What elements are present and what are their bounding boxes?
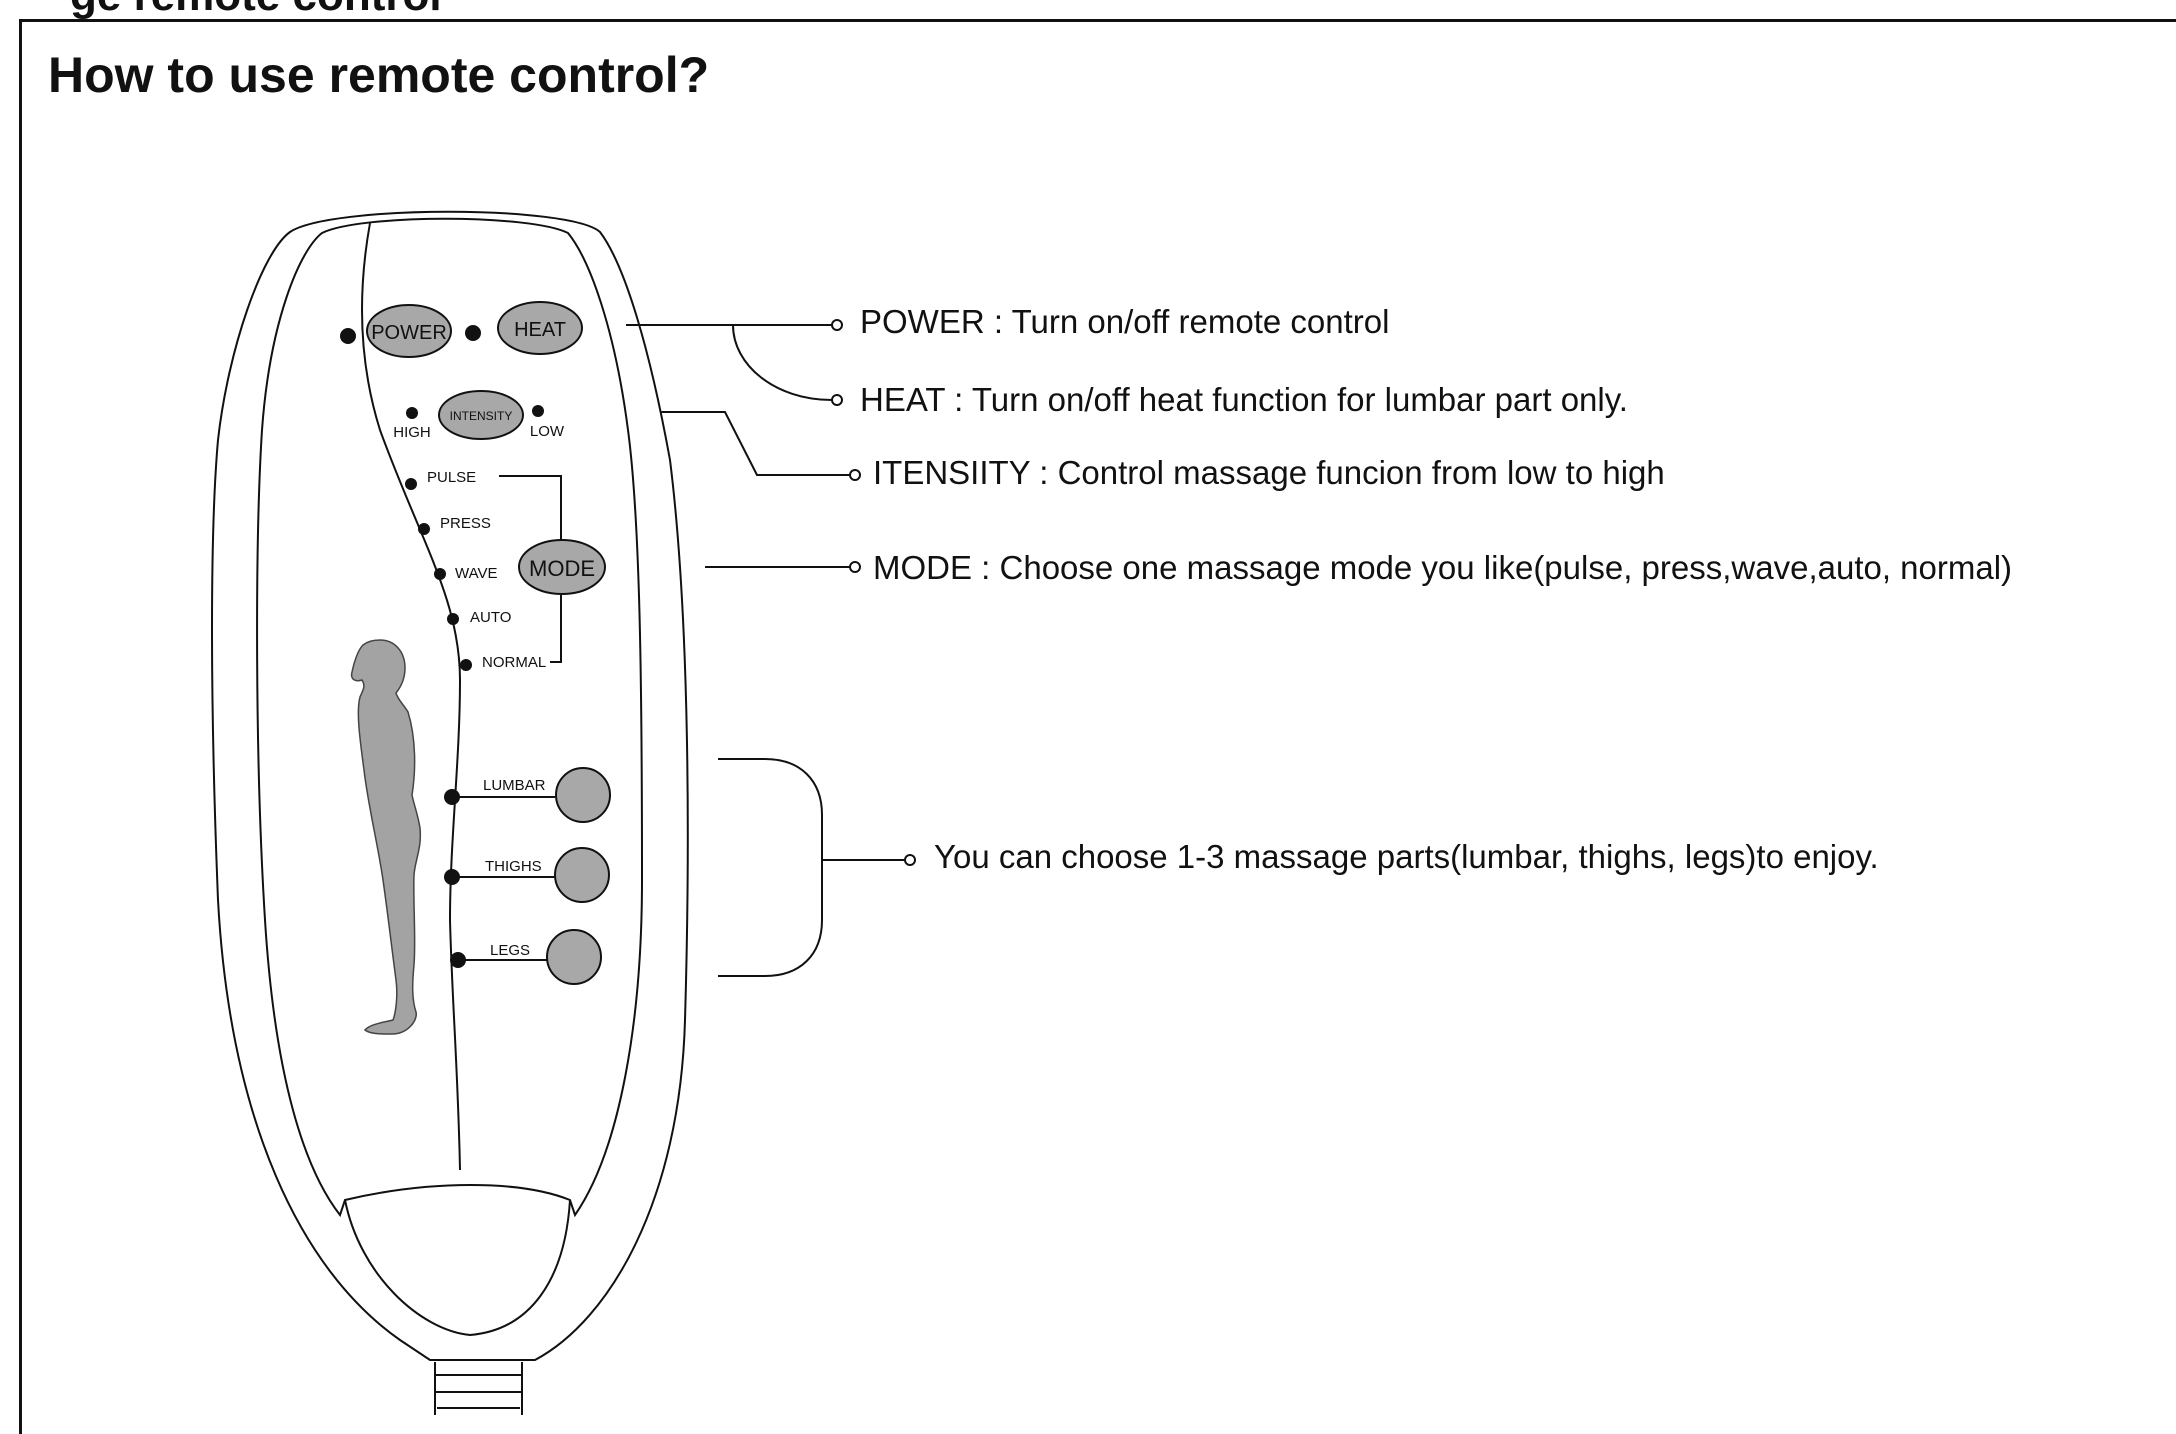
power-indicator-dot [340, 328, 356, 344]
lumbar-button[interactable] [555, 767, 611, 823]
power-callout-text: POWER : Turn on/off remote control [860, 303, 1389, 340]
remote-inner-face [256, 217, 644, 1218]
mode-callout-text: MODE : Choose one massage mode you like(… [873, 549, 2012, 586]
intensity-high-label: HIGH [393, 424, 431, 441]
remote-cord [434, 1362, 523, 1415]
power-button-label: POWER [371, 322, 447, 344]
heat-callout-end [831, 394, 843, 406]
cut-off-heading: ge remote control [70, 0, 442, 18]
remote-outer-shell [211, 210, 689, 1361]
mode-label-wave: WAVE [455, 565, 498, 582]
parts-callout-end [904, 854, 916, 866]
mode-label-normal: NORMAL [482, 654, 546, 671]
page-title: How to use remote control? [48, 47, 710, 103]
remote-bottom-cap [344, 1199, 571, 1337]
mode-bracket [499, 475, 562, 663]
legs-label: LEGS [490, 942, 530, 959]
power-callout-end [831, 319, 843, 331]
intensity-button-label: INTENSITY [450, 409, 513, 423]
intensity-callout-text: ITENSIITY : Control massage funcion from… [873, 454, 1665, 491]
mode-label-press: PRESS [440, 515, 491, 532]
thighs-button[interactable] [554, 847, 610, 903]
mode-dot-pulse [405, 478, 417, 490]
parts-callout-text: You can choose 1-3 massage parts(lumbar,… [934, 838, 1879, 875]
parts-bracket [718, 758, 905, 977]
mode-label-pulse: PULSE [427, 469, 476, 486]
intensity-callout-end [849, 469, 861, 481]
mode-dot-auto [447, 613, 459, 625]
heat-button-label: HEAT [514, 319, 566, 341]
heat-button[interactable] [497, 301, 583, 355]
mode-callout-end [849, 561, 861, 573]
intensity-leader [660, 411, 850, 476]
power-heat-leader [626, 324, 833, 401]
mode-label-auto: AUTO [470, 609, 511, 626]
mode-dot-wave [434, 568, 446, 580]
mode-dot-press [418, 523, 430, 535]
thighs-label: THIGHS [485, 858, 542, 875]
legs-button[interactable] [546, 929, 602, 985]
mode-dot-normal [460, 659, 472, 671]
intensity-button[interactable] [438, 390, 524, 440]
content-frame [19, 19, 2176, 1434]
intensity-low-label: LOW [530, 423, 565, 440]
intensity-low-dot [532, 405, 544, 417]
human-figure-icon [350, 639, 422, 1035]
mode-button[interactable] [518, 539, 606, 595]
mode-button-label: MODE [529, 556, 595, 581]
intensity-high-dot [406, 407, 418, 419]
heat-indicator-dot [465, 325, 481, 341]
heat-callout-text: HEAT : Turn on/off heat function for lum… [860, 381, 1628, 418]
lumbar-label: LUMBAR [483, 777, 546, 794]
power-button[interactable] [366, 304, 452, 358]
remote-center-seam [361, 222, 462, 1171]
